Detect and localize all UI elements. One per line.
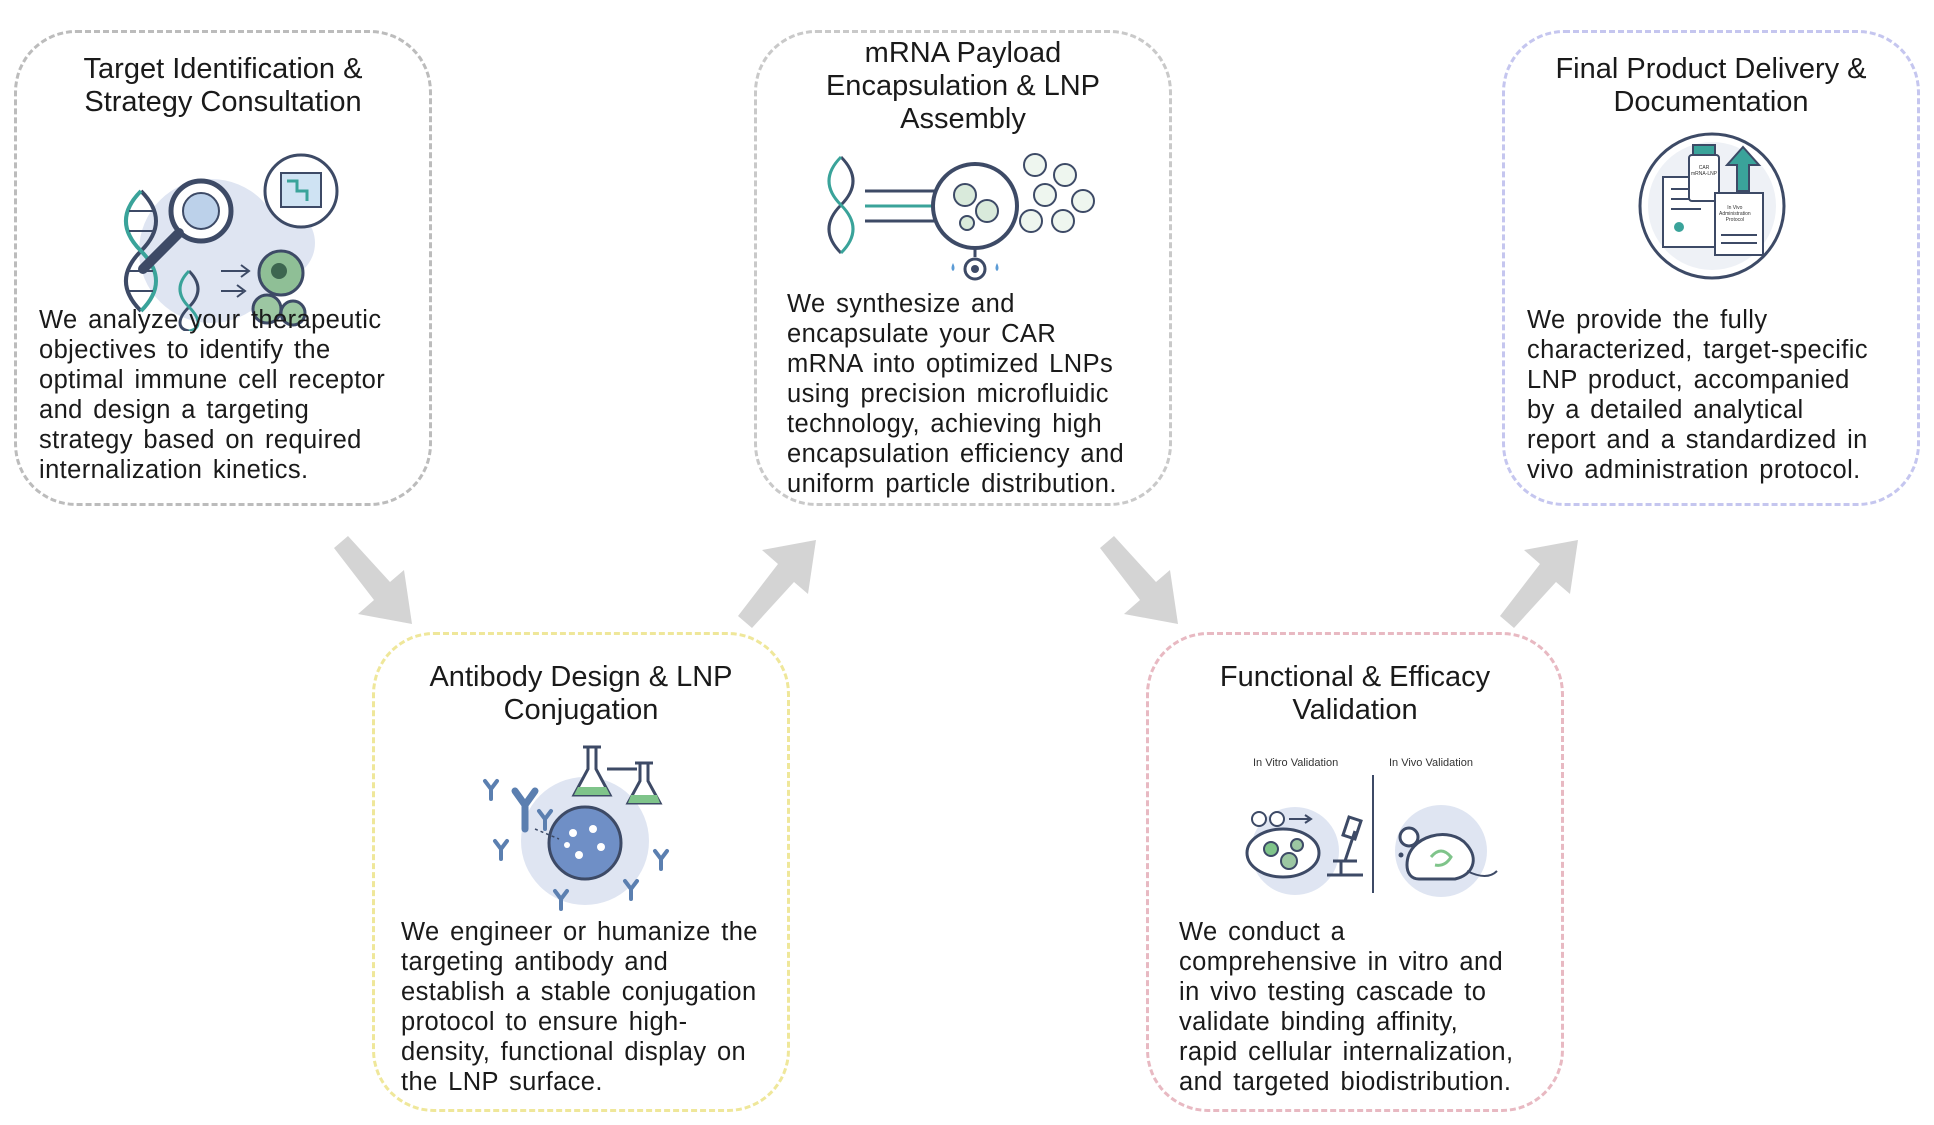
validation-icon [1245,775,1498,897]
product-delivery-icon [1638,132,1786,280]
arrow-up-right-icon [1500,540,1578,628]
step-title: mRNA Payload Encapsulation & LNP Assembl… [825,37,1101,135]
arrow-down-right-icon [1100,536,1178,624]
step-title: Target Identification & Strategy Consult… [83,53,363,118]
arrow-up-right-icon [738,540,816,628]
step-card-mrna-encapsulation: mRNA Payload Encapsulation & LNP Assembl… [754,30,1172,506]
step-title: Antibody Design & LNP Conjugation [429,661,733,726]
step-title: Functional & Efficacy Validation [1219,661,1491,726]
step-card-antibody-design: Antibody Design & LNP Conjugation We eng… [372,632,790,1112]
step-description: We engineer or humanize the targeting an… [401,918,758,1096]
in-vitro-label: In Vitro Validation [1253,757,1339,769]
step-card-target-identification: Target Identification & Strategy Consult… [14,30,432,506]
step-card-final-delivery: Final Product Delivery & Documentation C… [1502,30,1920,506]
vial-label: CAR mRNA-LNP [1691,165,1718,177]
step-description: We conduct a comprehensive in vitro and … [1179,918,1514,1096]
step-description: We provide the fully characterized, targ… [1527,306,1868,484]
step-title: Final Product Delivery & Documentation [1555,53,1867,118]
antibody-conjugation-icon [483,745,669,911]
arrow-down-right-icon [334,536,412,624]
protocol-label: In Vivo Administration Protocol [1719,205,1751,223]
microfluidic-encapsulation-icon [827,153,1095,281]
target-identification-icon [124,153,339,331]
step-description: We synthesize and encapsulate your CAR m… [787,290,1125,498]
in-vivo-label: In Vivo Validation [1389,757,1473,769]
step-card-validation: Functional & Efficacy Validation In Vitr… [1146,632,1564,1112]
step-description: We analyze your therapeutic objectives t… [39,306,386,484]
